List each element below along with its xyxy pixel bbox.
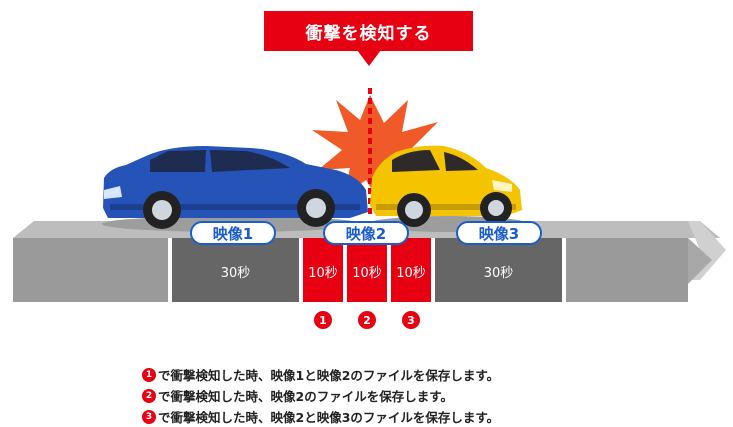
- marker-3: 3: [402, 311, 420, 329]
- clip-label-1: 映像1: [190, 221, 276, 245]
- segment-impact-3-text: 10秒: [396, 266, 426, 281]
- note-text: で衝撃検知した時、映像2のファイルを保存します。: [158, 389, 453, 404]
- marker-1: 1: [314, 311, 332, 329]
- timeline-arrow-head-front: [688, 238, 712, 284]
- segment-before-text: 30秒: [220, 266, 251, 281]
- impact-callout: 衝撃を検知する: [264, 11, 473, 51]
- note-item: 3 で衝撃検知した時、映像2と映像3のファイルを保存します。: [142, 406, 602, 427]
- note-item: 2 で衝撃検知した時、映像2のファイルを保存します。: [142, 385, 602, 406]
- blue-car-icon: [102, 146, 368, 232]
- segment-impact-1-text: 10秒: [308, 266, 338, 281]
- marker-2: 2: [358, 311, 376, 329]
- impact-callout-tail: [357, 50, 381, 66]
- segment-impact-2-text: 10秒: [352, 266, 382, 281]
- timeline-left-block: [13, 238, 168, 302]
- segment-impact-1: [303, 238, 343, 302]
- note-number: 3: [142, 409, 156, 424]
- segment-after-text: 30秒: [483, 266, 514, 281]
- note-number: 1: [142, 367, 156, 382]
- clip-label-3-text: 映像3: [478, 224, 520, 243]
- clip-label-2: 映像2: [323, 221, 409, 245]
- clip-label-2-text: 映像2: [345, 224, 387, 243]
- yellow-car-icon: [368, 145, 528, 232]
- note-number: 2: [142, 388, 156, 403]
- clip-label-1-text: 映像1: [212, 224, 254, 243]
- notes-list: 1 で衝撃検知した時、映像1と映像2のファイルを保存します。 2 で衝撃検知した…: [142, 364, 602, 427]
- note-text: で衝撃検知した時、映像2と映像3のファイルを保存します。: [158, 410, 500, 425]
- note-text: で衝撃検知した時、映像1と映像2のファイルを保存します。: [158, 368, 500, 383]
- segment-impact-2: [347, 238, 387, 302]
- segment-after: [435, 238, 562, 302]
- timeline-right-block: [566, 238, 688, 302]
- note-item: 1 で衝撃検知した時、映像1と映像2のファイルを保存します。: [142, 364, 602, 385]
- impact-callout-text: 衝撃を検知する: [305, 23, 432, 44]
- clip-label-3: 映像3: [456, 221, 542, 245]
- segment-impact-3: [391, 238, 431, 302]
- segment-before: [172, 238, 299, 302]
